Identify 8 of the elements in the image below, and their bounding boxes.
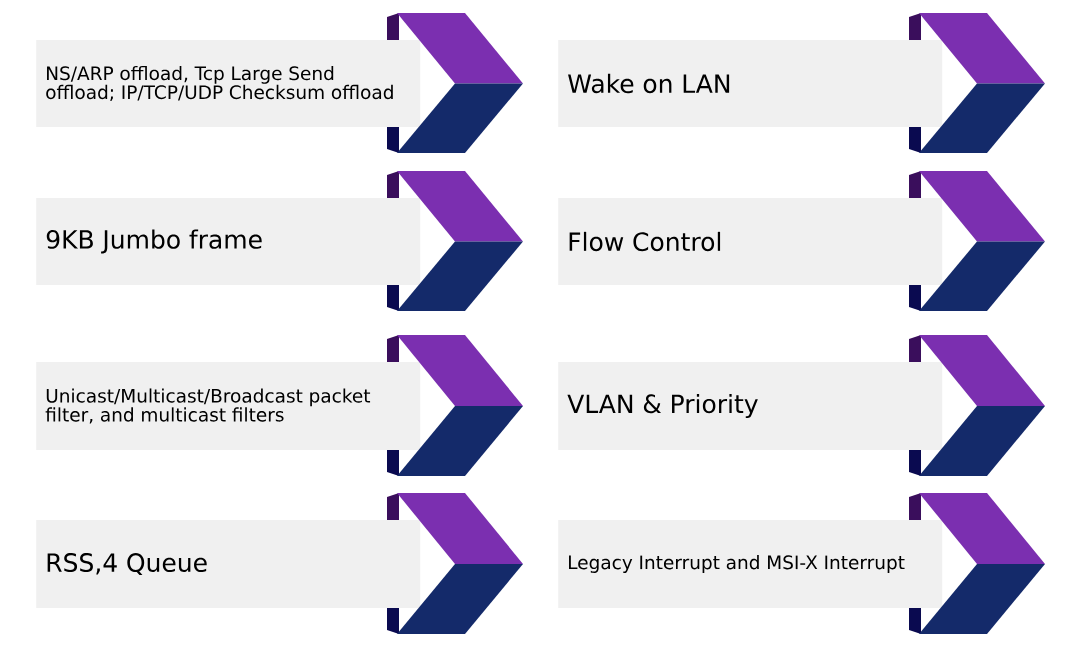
feature-box: RSS,4 Queue	[36, 520, 421, 608]
feature-box: Legacy Interrupt and MSI-X Interrupt	[558, 520, 943, 608]
feature-box: Unicast/Multicast/Broadcast packet filter, and multicast filters	[36, 362, 421, 450]
feature-box: Wake on LAN	[558, 40, 943, 127]
feature-box: 9KB Jumbo frame	[36, 198, 421, 285]
feature-box: VLAN & Priority	[558, 362, 943, 450]
feature-box: NS/ARP offload, Tcp Large Send offload; IP/TCP/UDP Checksum offload	[36, 40, 421, 127]
feature-box: Flow Control	[558, 198, 943, 285]
